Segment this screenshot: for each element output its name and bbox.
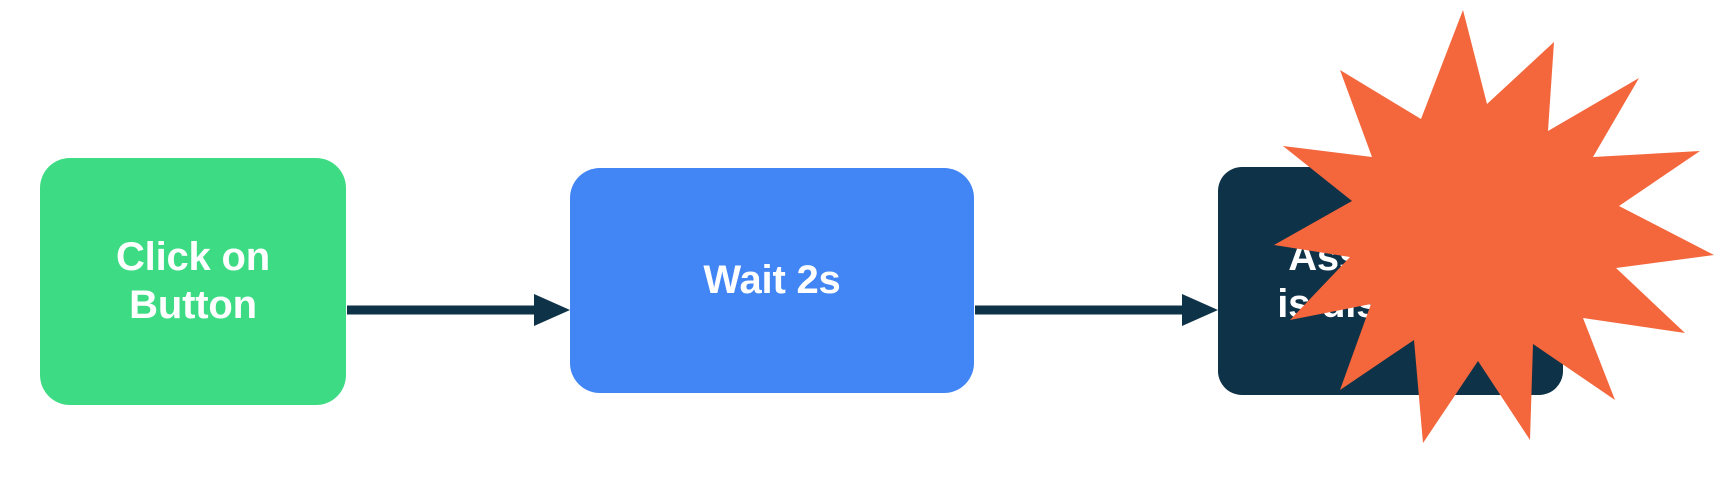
connector-wait-to-assert[interactable]: [975, 294, 1218, 326]
arrowhead-icon: [1182, 294, 1218, 326]
node-assert-text-is-displayed-label: Assert text is displayed: [1277, 234, 1504, 326]
node-wait-2s-label: Wait 2s: [703, 257, 841, 302]
connector-click-to-wait[interactable]: [347, 294, 570, 326]
arrowhead-icon: [534, 294, 570, 326]
node-click-on-button[interactable]: Click on Button: [40, 158, 346, 405]
node-assert-text-is-displayed[interactable]: Assert text is displayed: [1218, 167, 1563, 395]
node-click-on-button-label: Click on Button: [116, 235, 270, 327]
node-wait-2s[interactable]: Wait 2s: [570, 168, 974, 393]
